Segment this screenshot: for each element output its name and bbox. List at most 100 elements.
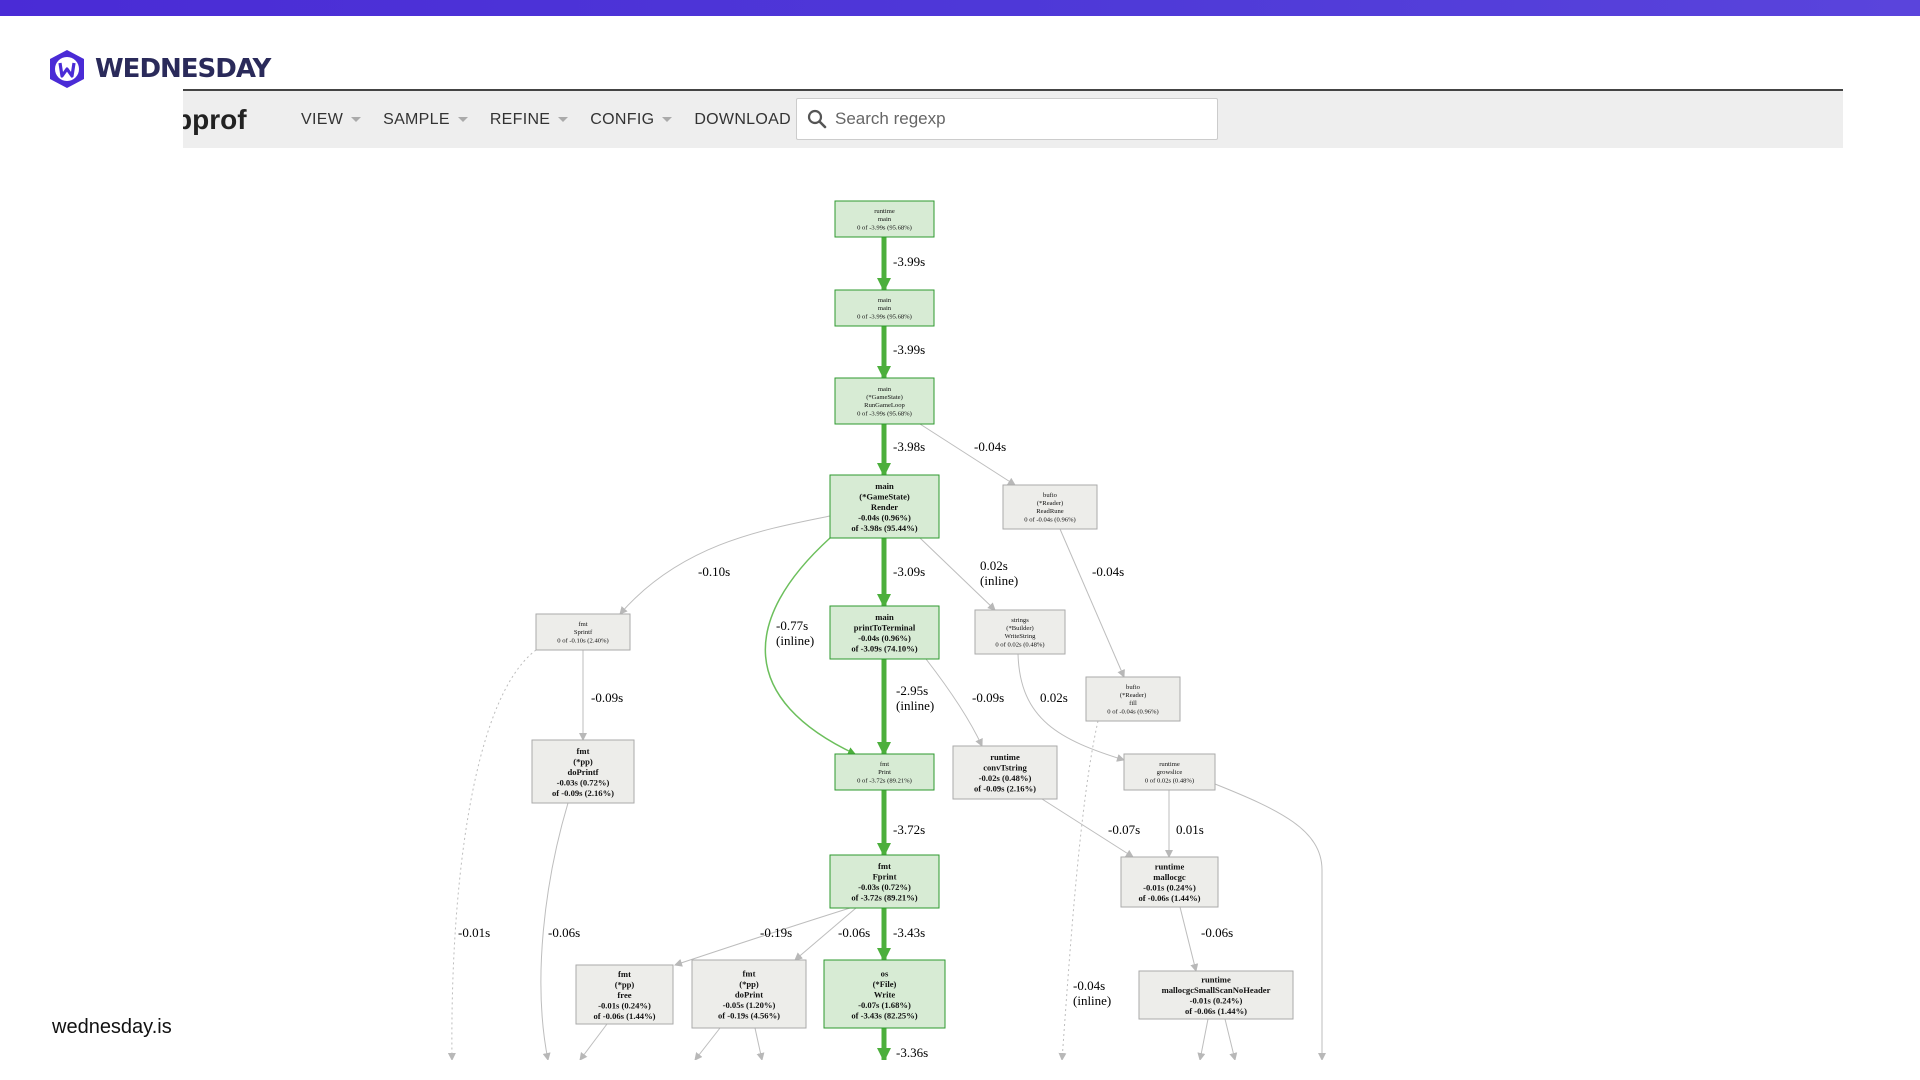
graph-node-label: fmt <box>743 968 756 978</box>
graph-node-label: 0 of -3.99s (95.68%) <box>857 224 912 231</box>
edge-weight-label: -2.95s <box>896 683 928 698</box>
graph-edge <box>674 907 851 967</box>
search-box[interactable] <box>796 98 1218 140</box>
chevron-down-icon <box>457 117 468 122</box>
graph-node-label: Sprintf <box>574 629 593 636</box>
graph-node-label: fmt <box>878 861 891 871</box>
edge-weight-label: -3.43s <box>893 925 925 940</box>
graph-node-label: of -0.19s (4.56%) <box>718 1010 780 1020</box>
graph-node[interactable]: os(*File)Write-0.07s (1.68%)of -3.43s (8… <box>823 959 946 1029</box>
graph-edge <box>1179 906 1199 972</box>
graph-node-label: 0 of -0.04s (0.96%) <box>1107 708 1158 715</box>
graph-edge <box>1058 720 1099 1060</box>
graph-node-label: main <box>875 481 894 491</box>
graph-node-label: main <box>878 386 892 393</box>
logo-text: WEDNESDAY <box>95 54 271 84</box>
menu-sample[interactable]: SAMPLE <box>383 111 468 129</box>
graph-node-label: 0 of -3.99s (95.68%) <box>857 410 912 417</box>
graph-node-label: runtime <box>1201 975 1231 985</box>
menu-view[interactable]: VIEW <box>301 110 362 129</box>
menu-refine[interactable]: REFINE <box>490 111 569 129</box>
edge-weight-label: 0.01s <box>1176 822 1204 837</box>
graph-node-label: fill <box>1129 700 1137 707</box>
search-icon <box>807 109 827 129</box>
edge-weight-label: -0.07s <box>1108 822 1140 837</box>
edge-weight-label: -0.06s <box>1201 925 1233 940</box>
graph-node-label: bufio <box>1126 684 1141 691</box>
edge-weight-label: -0.19s <box>760 925 792 940</box>
graph-edge <box>1059 528 1125 678</box>
edge-weight-label: -0.06s <box>548 925 580 940</box>
graph-node-label: -0.04s (0.96%) <box>858 633 911 643</box>
graph-node-box <box>691 959 807 1029</box>
edge-weight-label: -0.04s <box>1073 978 1105 993</box>
graph-node-label: (*GameState) <box>866 394 903 401</box>
edge-weight-label: -0.01s <box>458 925 490 940</box>
graph-edge <box>694 1027 721 1060</box>
graph-edge <box>619 515 831 615</box>
graph-node-label: of -0.09s (2.16%) <box>552 788 614 798</box>
graph-node-box <box>535 613 631 651</box>
graph-node-box <box>834 289 935 327</box>
graph-edge <box>1017 653 1125 762</box>
edge-weight-label: -3.72s <box>893 822 925 837</box>
graph-node-label: of -3.09s (74.10%) <box>851 644 917 654</box>
graph-edge <box>764 537 856 755</box>
graph-node-label: (*Builder) <box>1006 625 1033 632</box>
graph-node-label: 0 of -3.72s (89.21%) <box>857 777 912 784</box>
graph-node-label: fmt <box>578 621 587 628</box>
graph-node-label: 0 of -0.10s (2.40%) <box>557 637 608 644</box>
graph-node-label: runtime <box>990 752 1020 762</box>
graph-node-box <box>829 474 940 539</box>
search-input[interactable] <box>835 109 1195 129</box>
graph-edge <box>1214 783 1326 1060</box>
menu-download[interactable]: DOWNLOAD <box>694 111 791 129</box>
graph-node-label: (*Reader) <box>1120 692 1146 699</box>
graph-node-label: -0.02s (0.48%) <box>979 773 1032 783</box>
graph-node-box <box>1085 676 1181 722</box>
chevron-down-icon <box>558 117 569 122</box>
graph-node-box <box>829 605 940 660</box>
graph-node-label: of -3.98s (95.44%) <box>851 523 917 533</box>
graph-node-label: of -0.06s (1.44%) <box>1185 1006 1247 1016</box>
graph-node-label: convTstring <box>983 763 1027 773</box>
graph-node-label: main <box>878 297 892 304</box>
menu-sample-label: SAMPLE <box>383 110 450 128</box>
wednesday-logo: WEDNESDAY <box>47 48 271 90</box>
footer-website-link[interactable]: wednesday.is <box>52 1016 172 1038</box>
graph-node[interactable]: fmt(*pp)doPrintf-0.03s (0.72%)of -0.09s … <box>531 739 635 804</box>
edge-weight-label: -0.10s <box>698 564 730 579</box>
graph-node-box <box>834 200 935 238</box>
graph-node[interactable]: fmt(*pp)doPrint-0.05s (1.20%)of -0.19s (… <box>691 959 807 1029</box>
edge-weight-label: -0.04s <box>974 439 1006 454</box>
graph-node-label: mallocgc <box>1153 872 1186 882</box>
pprof-toolbar: pprof VIEW SAMPLE REFINE CONFIG DOWNLOAD <box>183 91 1843 148</box>
graph-node[interactable]: main(*GameState)Render-0.04s (0.96%)of -… <box>829 474 940 539</box>
menu-view-label: VIEW <box>301 110 344 128</box>
edge-weight-label: -0.09s <box>972 690 1004 705</box>
graph-edge <box>540 802 569 1060</box>
graph-node-label: mallocgcSmallScanNoHeader <box>1162 985 1271 995</box>
graph-node-label: doPrint <box>735 989 763 999</box>
graph-node-label: (*pp) <box>739 979 759 989</box>
menu-config[interactable]: CONFIG <box>590 111 673 129</box>
graph-node-label: runtime <box>874 208 895 215</box>
graph-node-label: of -0.06s (1.44%) <box>593 1011 655 1021</box>
graph-node[interactable]: fmt(*pp)free-0.01s (0.24%)of -0.06s (1.4… <box>575 964 674 1025</box>
edge-weight-label: (inline) <box>896 698 934 713</box>
graph-node-label: doPrintf <box>567 767 598 777</box>
